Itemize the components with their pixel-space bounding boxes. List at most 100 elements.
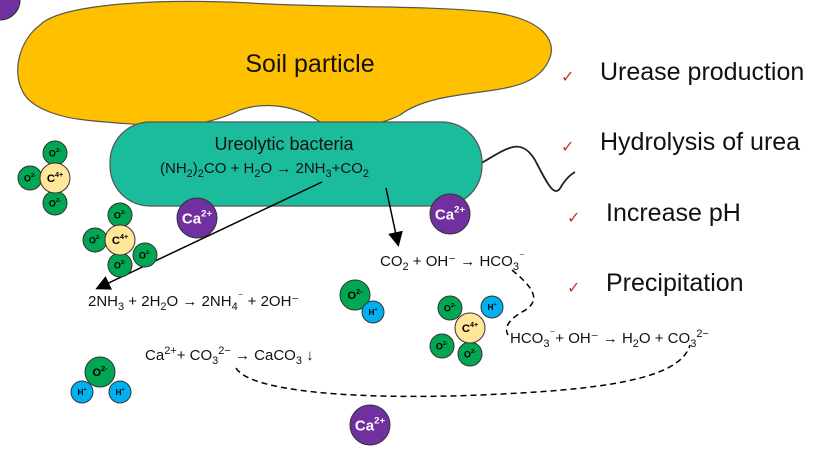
oxygen-ion: O2-	[437, 295, 463, 321]
bacteria-flagellum	[477, 145, 576, 192]
equation-segment: )	[192, 160, 198, 177]
equation-segment: 3	[212, 355, 219, 367]
svg-text:O2-: O2-	[49, 198, 61, 208]
equation-segment: ⁻	[237, 291, 244, 303]
ammonia-equation: 2NH3 + 2H2O → 2NH4⁻ + 2OH⁻	[88, 290, 299, 313]
svg-text:O2-: O2-	[92, 364, 108, 379]
checkmark-icon: ✓	[561, 137, 575, 156]
ureolytic-bacteria-shape	[109, 121, 483, 207]
equation-segment: + OH⁻ → H	[555, 330, 633, 347]
checkmark-icon: ✓	[567, 278, 581, 297]
oxygen-ion: O2-	[17, 165, 43, 191]
equation-segment: + 2OH⁻	[243, 293, 300, 310]
arrow-to-ammonia	[95, 181, 323, 290]
bacteria-label: Ureolytic bacteria	[214, 134, 354, 154]
oxygen-ion: O2-	[42, 140, 68, 166]
svg-text:C4+: C4+	[112, 232, 128, 247]
urea-hydrolysis-equation: (NH2)2CO + H2O → 2NH3+CO2	[160, 160, 369, 180]
calcium-ion: Ca2+	[176, 197, 218, 239]
equation-segment: 3	[512, 261, 519, 273]
carbon-ion: C4+	[39, 162, 71, 194]
bicarbonate-hydroxide-equation: HCO3⁻+ OH⁻ → H2O + CO32−	[510, 327, 709, 350]
oxygen-ion: O2-	[82, 227, 108, 253]
equation-segment: ↓	[301, 347, 314, 364]
oxygen-ion: O2-	[107, 202, 133, 228]
equation-segment: 4	[231, 301, 238, 313]
dashed-link-carbonate	[235, 344, 691, 398]
equation-segment: +CO	[331, 160, 363, 177]
feature-hydrolysis-of-urea: Hydrolysis of urea	[600, 128, 801, 156]
calcium-ion: Ca2+	[349, 404, 391, 446]
svg-text:H+: H+	[368, 307, 377, 317]
equation-segment: 2−	[696, 328, 709, 340]
equation-segment: Ca	[145, 347, 165, 364]
equation-segment: + OH⁻ → HCO	[408, 253, 513, 270]
equation-segment: 2	[632, 338, 639, 350]
feature-increase-ph: Increase pH	[606, 199, 741, 227]
svg-text:O2-: O2-	[139, 250, 151, 260]
oxygen-ion: O2-	[107, 252, 133, 278]
equation-segment: O → 2NH	[166, 293, 232, 310]
equation-segment: 2	[186, 168, 193, 180]
soil-particle-label: Soil particle	[245, 50, 374, 78]
svg-text:O2-: O2-	[347, 287, 363, 302]
equation-segment: 2	[160, 301, 167, 313]
svg-text:O2-: O2-	[114, 260, 126, 270]
equation-segment: 2	[197, 168, 204, 180]
svg-text:O2-: O2-	[114, 210, 126, 220]
svg-text:C4+: C4+	[462, 320, 478, 335]
equation-segment: HCO	[510, 330, 544, 347]
equation-segment: CO	[380, 253, 403, 270]
hydrogen-ion: H+	[108, 380, 132, 404]
oxygen-ion: O2-	[429, 333, 455, 359]
checkmark-icon: ✓	[567, 208, 581, 227]
hydrogen-ion: H+	[480, 295, 504, 319]
equation-segment: + CO	[176, 347, 213, 364]
hydrogen-ion: H+	[70, 380, 94, 404]
svg-text:H+: H+	[115, 387, 124, 397]
calcium-ion: Ca2+	[429, 193, 471, 235]
equation-segment: 3	[118, 301, 125, 313]
equation-segment: 2	[362, 168, 370, 180]
svg-text:O2-: O2-	[49, 148, 61, 158]
oxygen-ion: O2-	[84, 356, 116, 388]
svg-text:O2-: O2-	[24, 173, 36, 183]
oxygen-ion: O2-	[457, 341, 483, 367]
arrow-to-co2	[385, 187, 403, 247]
equation-segment: 2−	[218, 345, 231, 357]
svg-text:Ca2+: Ca2+	[435, 205, 466, 224]
dashed-link-bicarbonate	[505, 269, 535, 336]
equation-segment: ⁻	[549, 328, 556, 340]
svg-text:Ca2+: Ca2+	[182, 209, 213, 228]
equation-segment: 2	[254, 168, 261, 180]
equation-segment: CO + H	[203, 160, 255, 177]
svg-text:H+: H+	[487, 302, 496, 312]
equation-segment: + 2H	[124, 293, 161, 310]
equation-segment: O → 2NH	[260, 160, 326, 177]
oxygen-ion: O2-	[42, 190, 68, 216]
co2-hydroxide-equation: CO2 + OH⁻ → HCO3⁻	[380, 250, 525, 273]
oxygen-ion: O2-	[339, 279, 371, 311]
svg-text:H+: H+	[77, 387, 86, 397]
svg-text:O2-: O2-	[444, 303, 456, 313]
equation-segment: 3	[295, 355, 302, 367]
feature-urease-production: Urease production	[600, 58, 805, 86]
svg-text:O2-: O2-	[89, 235, 101, 245]
svg-text:O2-: O2-	[436, 341, 448, 351]
equation-segment: ⁻	[518, 251, 525, 263]
equation-segment: (NH	[160, 160, 187, 177]
soil-particle-shape	[17, 0, 552, 127]
equation-segment: 2+	[164, 345, 177, 357]
oxygen-ion: O2-	[132, 242, 158, 268]
svg-text:Ca2+: Ca2+	[355, 416, 386, 435]
svg-text:O2-: O2-	[464, 349, 476, 359]
checkmark-icon: ✓	[561, 67, 575, 86]
feature-precipitation: Precipitation	[606, 269, 744, 297]
equation-segment: 2NH	[88, 293, 119, 310]
carbon-ion: C4+	[454, 312, 486, 344]
svg-text:C4+: C4+	[47, 170, 63, 185]
equation-segment: 3	[690, 338, 697, 350]
equation-segment: → CaCO	[230, 347, 296, 364]
